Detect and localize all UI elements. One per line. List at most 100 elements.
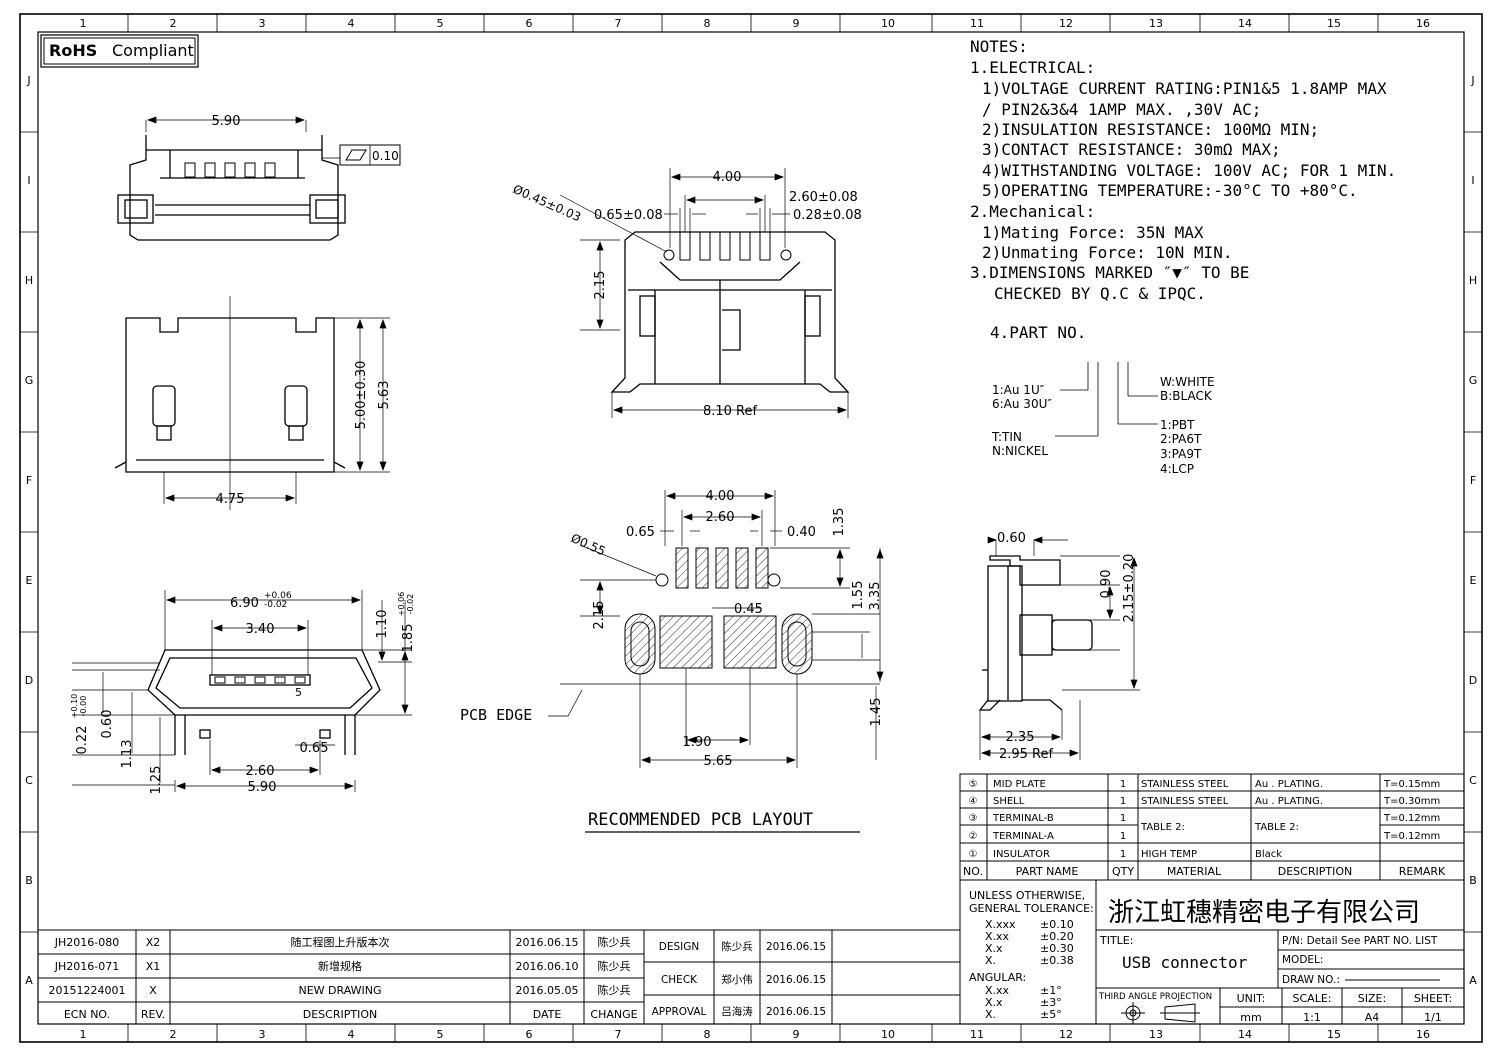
note-line: CHECKED BY Q.C & IPQC. — [994, 284, 1206, 303]
pcb-190: 1.90 — [683, 735, 712, 750]
approval-label: APPROVAL — [652, 1006, 707, 1018]
pcb-335: 3.35 — [868, 582, 883, 611]
connector-face-view: 4.00 2.60±0.08 0.28±0.08 0.65±0.08 Ø0.45… — [511, 168, 862, 419]
bom-no: ⑤ — [969, 779, 978, 790]
bom-qty: 1 — [1120, 831, 1126, 842]
dim-690: 6.90 — [230, 596, 259, 611]
sheet-value: 1/1 — [1424, 1011, 1442, 1024]
zone-row: C — [25, 774, 33, 787]
zone-col: 15 — [1327, 1028, 1341, 1041]
notes-title: NOTES: — [970, 37, 1028, 56]
draw-no-label: DRAW NO.: — [1282, 974, 1340, 986]
bom-no: ① — [969, 849, 978, 860]
note-line: 3.DIMENSIONS MARKED ″▼″ TO BE — [970, 263, 1249, 282]
unit-label: UNIT: — [1237, 992, 1266, 1005]
zone-row: A — [1469, 974, 1477, 987]
rev-header-change: CHANGE — [590, 1008, 637, 1021]
bom-header-qty: QTY — [1112, 865, 1134, 878]
zone-col: 13 — [1149, 17, 1163, 30]
rv-060: 0.60 — [997, 531, 1026, 546]
rohs-badge: RoHS Compliant — [40, 34, 199, 68]
dim-125: 1.25 — [149, 766, 164, 795]
check-label: CHECK — [661, 974, 698, 986]
rev-desc: 随工程图上升版本次 — [291, 935, 390, 949]
bom-name: SHELL — [993, 796, 1025, 807]
zone-row: F — [1470, 474, 1476, 487]
title-label: TITLE: — [1099, 934, 1133, 947]
bom-name: MID PLATE — [993, 779, 1046, 790]
tol-value: ±0.38 — [1040, 954, 1074, 967]
drawing-title: USB connector — [1122, 953, 1248, 972]
pcb-040: 0.40 — [787, 525, 816, 540]
design-date: 2016.06.15 — [766, 941, 826, 953]
pcb-layout-title: RECOMMENDED PCB LAYOUT — [588, 810, 813, 830]
bom-header-desc: DESCRIPTION — [1278, 865, 1352, 878]
dim-590-bottom: 5.90 — [248, 780, 277, 795]
rev-header-date: DATE — [533, 1008, 562, 1021]
note-line: 5)OPERATING TEMPERATURE:-30°C TO +80°C. — [982, 181, 1358, 200]
zone-col: 8 — [704, 1028, 711, 1041]
unit-value: mm — [1240, 1011, 1261, 1024]
pcb-065: 0.65 — [626, 525, 655, 540]
tol-key: X. — [985, 1008, 996, 1021]
dim-022-tol-minus: -0.00 — [79, 696, 88, 717]
dim-060: 0.60 — [100, 710, 115, 739]
bom-remark: T=0.30mm — [1383, 796, 1440, 807]
zone-row: D — [25, 674, 33, 687]
part-no-legend: 1:Au 1U″ 6:Au 30U″ T:TIN N:NICKEL W:WHIT… — [991, 362, 1215, 476]
zone-row: E — [1470, 574, 1477, 587]
zone-col: 12 — [1059, 1028, 1073, 1041]
rev-rev: X1 — [146, 960, 161, 973]
tol-line-2: GENERAL TOLERANCE: — [969, 902, 1094, 915]
tol-value: ±0.30 — [1040, 942, 1074, 955]
zone-col: 7 — [615, 1028, 622, 1041]
note-line: 2)INSULATION RESISTANCE: 100MΩ MIN; — [982, 120, 1319, 139]
pcb-145: 1.45 — [869, 698, 884, 727]
bom-qty: 1 — [1120, 813, 1126, 824]
side-view: 5.00±0.30 5.63 4.75 — [114, 296, 392, 510]
rv-090: 0.90 — [1099, 570, 1114, 599]
front-view: 6.90 +0.06 -0.02 3.40 1.10 1.85 +0.06 -0… — [70, 590, 416, 795]
bom-header-remark: REMARK — [1399, 865, 1446, 878]
approval-date: 2016.06.15 — [766, 1006, 826, 1018]
zone-col: 1 — [80, 17, 87, 30]
part-no-title: 4.PART NO. — [990, 323, 1086, 342]
pcb-155: 1.55 — [851, 581, 866, 610]
bom-qty: 1 — [1120, 849, 1126, 860]
rev-desc: NEW DRAWING — [298, 984, 381, 997]
zone-col: 4 — [348, 17, 355, 30]
size-value: A4 — [1365, 1011, 1380, 1024]
bom-header-name: PART NAME — [1016, 865, 1079, 878]
bom-qty: 1 — [1120, 796, 1126, 807]
dim-185-tol-plus: +0.06 — [397, 592, 406, 617]
note-line: / PIN2&3&4 1AMP MAX. ,30V AC; — [982, 100, 1261, 119]
rev-desc: 新增规格 — [318, 959, 362, 973]
zone-col: 9 — [793, 1028, 800, 1041]
dim-110: 1.10 — [375, 610, 390, 639]
dim-185-tol-minus: -0.02 — [406, 594, 415, 615]
company-name: 浙江虹穗精密电子有限公司 — [1108, 898, 1420, 928]
zone-col: 6 — [526, 1028, 533, 1041]
design-label: DESIGN — [659, 941, 699, 953]
zone-col: 9 — [793, 17, 800, 30]
rev-header-ecn: ECN NO. — [64, 1008, 110, 1021]
rev-ecn: JH2016-080 — [54, 936, 119, 949]
model-label: MODEL: — [1282, 954, 1323, 966]
zone-row: I — [27, 174, 30, 187]
tol-line-1: UNLESS OTHERWISE, — [969, 889, 1085, 902]
dim-022: 0.22 — [75, 726, 90, 755]
note-line: 3)CONTACT RESISTANCE: 30mΩ MAX; — [982, 140, 1281, 159]
plating-1: 1:Au 1U″ — [992, 383, 1045, 397]
rev-ecn: JH2016-071 — [54, 960, 119, 973]
zone-col: 6 — [526, 17, 533, 30]
dim-065: 0.65 — [300, 741, 329, 756]
bom-header-material: MATERIAL — [1167, 865, 1222, 878]
dim-400-top: 4.00 — [713, 170, 742, 185]
approval-name: 吕海涛 — [721, 1005, 753, 1018]
bom-remark: T=0.12mm — [1383, 831, 1440, 842]
zone-ticks — [20, 14, 1482, 1042]
note-line: 1)VOLTAGE CURRENT RATING:PIN1&5 1.8AMP M… — [982, 79, 1387, 98]
zone-col: 4 — [348, 1028, 355, 1041]
plating-2: 6:Au 30U″ — [992, 397, 1052, 411]
dim-500: 5.00±0.30 — [354, 361, 369, 430]
